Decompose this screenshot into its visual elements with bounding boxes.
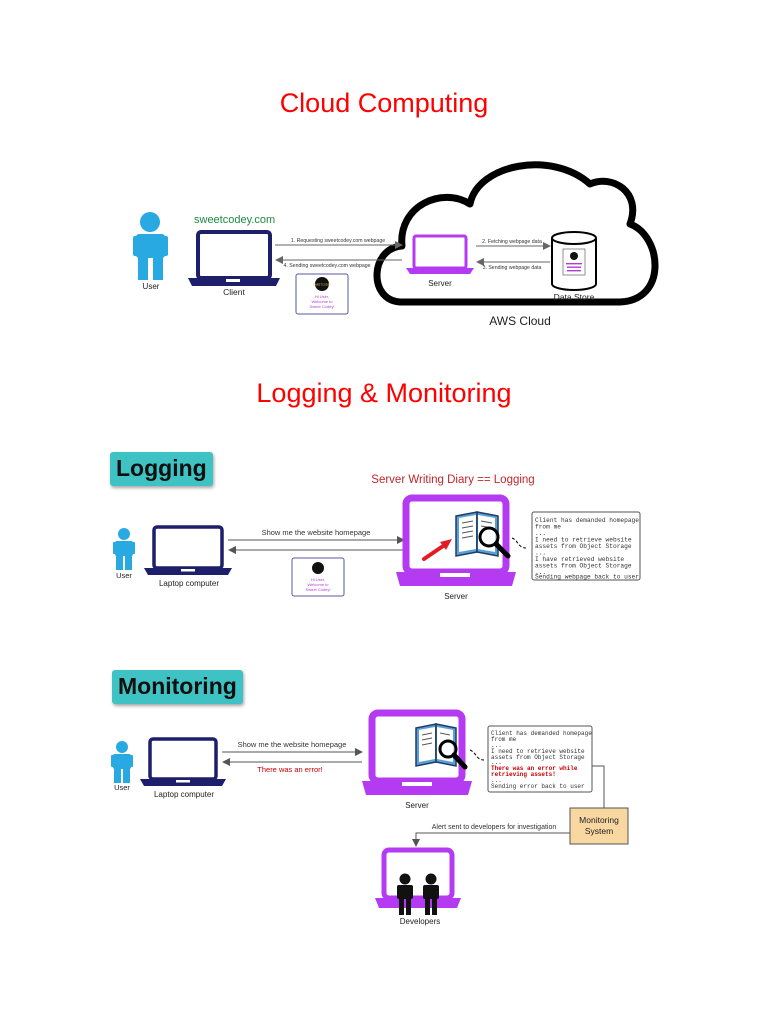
monitoring-system-box: Monitoring System xyxy=(569,807,629,845)
webpage-line1: Hi User, xyxy=(315,294,329,299)
log-line: I have retrieved website xyxy=(535,556,624,563)
laptop-label: Laptop computer xyxy=(154,790,214,799)
log-connector xyxy=(469,749,485,761)
log-line: Client has demanded homepage xyxy=(535,517,639,524)
log-line: Sending error back to user xyxy=(491,783,585,790)
webpage-line2: Welcome to xyxy=(311,299,333,304)
laptop-icon xyxy=(140,737,226,786)
log-box: Client has demanded homepage from me ...… xyxy=(487,725,593,793)
user-icon xyxy=(133,212,168,280)
log-connector xyxy=(511,537,527,549)
log-line: assets from Object Storage xyxy=(535,563,632,570)
log-line: ... xyxy=(535,569,546,576)
cloud-computing-title: Cloud Computing xyxy=(279,88,489,118)
client-label: Client xyxy=(223,287,245,297)
site-name: sweetcodey.com xyxy=(194,214,275,226)
laptop-icon xyxy=(144,525,232,575)
log-error-line: retrieving assets! xyxy=(491,771,556,778)
logging-monitoring-title: Logging & Monitoring xyxy=(256,378,512,408)
monitoring-diagram: User Laptop computer Show me the website… xyxy=(111,709,629,926)
log-line: assets from Object Storage xyxy=(491,754,585,761)
log-line: assets from Object Storage xyxy=(535,543,632,550)
cloud-diagram: User sweetcodey.com Client 1. Requesting… xyxy=(133,161,659,328)
log-box: Client has demanded homepage from me ...… xyxy=(531,511,641,581)
pen-arrow-icon xyxy=(422,539,452,561)
webpage-card: Hi User, Welcome to Sweet Codey! xyxy=(291,557,345,597)
log-error-line: There was an error while xyxy=(491,765,578,772)
user-icon xyxy=(113,528,135,570)
webpage-line3: Sweet Codey! xyxy=(306,587,331,592)
error-label: There was an error! xyxy=(257,765,322,774)
developers-laptop-icon xyxy=(375,847,461,908)
server-label: Server xyxy=(428,279,452,288)
logging-diagram: Server Writing Diary == Logging User Lap… xyxy=(113,474,641,601)
datastore-icon xyxy=(551,231,597,291)
user-label: User xyxy=(116,571,132,580)
developers-icon xyxy=(397,873,439,915)
arrow1-label: 1. Requesting sweetcodey.com webpage xyxy=(291,238,385,244)
arrow2-label: 2. Fetching webpage data xyxy=(482,239,542,245)
laptop-label: Laptop computer xyxy=(159,579,219,588)
aws-cloud-label: AWS Cloud xyxy=(489,314,551,328)
user-label: User xyxy=(114,783,130,792)
server-label: Server xyxy=(405,801,429,810)
log-line: ... xyxy=(491,777,502,784)
webpage-line3: Sweet Codey! xyxy=(310,304,335,309)
book-icon xyxy=(455,511,499,557)
user-label: User xyxy=(143,282,160,291)
log-line: Sending webpage back to user xyxy=(535,574,639,581)
magnifier-icon xyxy=(438,739,468,770)
arrow3-label: 3. Sending webpage data xyxy=(483,265,542,271)
webpage-line2: Welcome to xyxy=(307,582,329,587)
log-line: I need to retrieve website xyxy=(535,537,632,544)
monitoring-badge: Monitoring xyxy=(112,670,243,704)
log-line: from me xyxy=(535,524,561,531)
webpage-line1: Hi User, xyxy=(311,577,325,582)
monitor-line2: System xyxy=(585,826,613,836)
server-label: Server xyxy=(444,592,468,601)
logging-caption: Server Writing Diary == Logging xyxy=(371,474,534,486)
log-line: ... xyxy=(535,530,546,537)
request-label: Show me the website homepage xyxy=(262,528,371,537)
aws-cloud-outline xyxy=(373,161,659,306)
log-line: Client has demanded homepage xyxy=(491,730,592,737)
logging-badge: Logging xyxy=(110,452,213,486)
developers-label: Developers xyxy=(400,917,440,926)
arrow4-label: 4. Sending sweetcodey.com webpage xyxy=(284,263,371,269)
user-icon xyxy=(111,741,133,783)
monitor-line1: Monitoring xyxy=(579,815,619,825)
alert-arrow xyxy=(412,832,570,847)
magnifier-icon xyxy=(478,526,511,559)
datastore-label: Data Store xyxy=(554,292,595,302)
webpage-card: SWEETCODEY Hi User, Welcome to Sweet Cod… xyxy=(295,273,349,315)
log-line: ... xyxy=(491,759,502,766)
monitor-connector xyxy=(592,765,605,808)
log-line: I need to retrieve website xyxy=(491,748,585,755)
server-laptop-icon xyxy=(406,234,474,274)
client-laptop-icon xyxy=(188,230,280,286)
alert-label: Alert sent to developers for investigati… xyxy=(432,824,557,831)
request-label: Show me the website homepage xyxy=(238,740,347,749)
log-line: ... xyxy=(535,550,546,557)
log-line: ... xyxy=(491,742,502,749)
log-line: from me xyxy=(491,736,517,743)
logo-text: SWEETCODEY xyxy=(313,283,332,287)
